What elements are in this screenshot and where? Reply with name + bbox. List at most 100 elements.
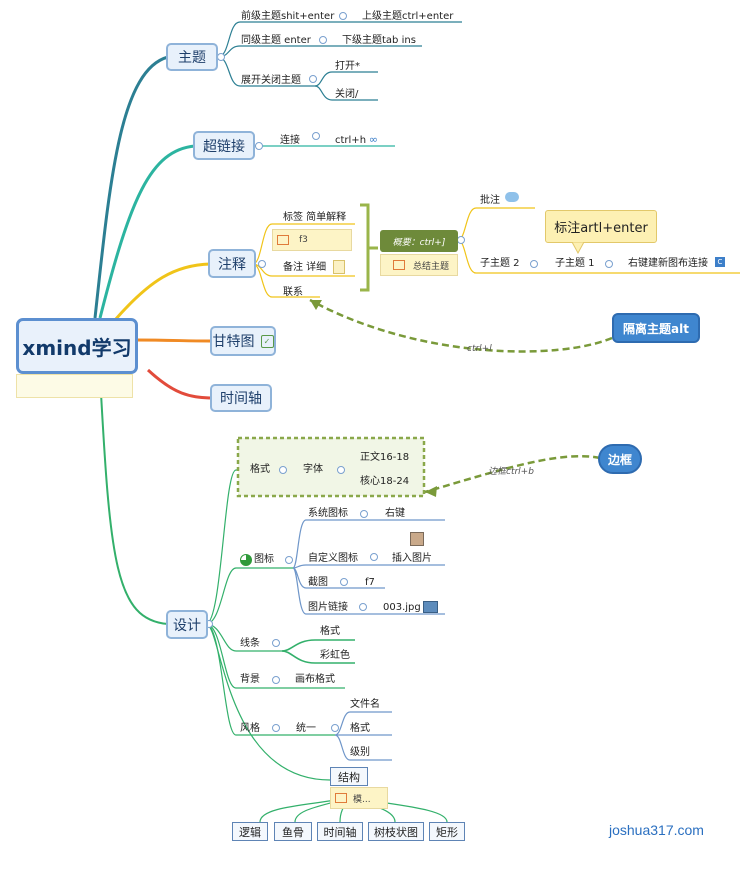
format-label[interactable]: 格式	[250, 464, 270, 475]
annotation-branch-label: 注释	[218, 256, 246, 273]
relation-ctrl-b	[424, 454, 601, 494]
structure-timeline-label: 时间轴	[323, 825, 357, 839]
branch-topic-curve	[93, 55, 169, 319]
pie-icon	[240, 554, 252, 566]
style-format-label[interactable]: 格式	[350, 723, 370, 734]
comment-label[interactable]: 批注	[480, 195, 500, 206]
level-label[interactable]: 级别	[350, 747, 370, 758]
structure-topic[interactable]: 结构	[330, 767, 368, 786]
remark-detail-label[interactable]: 备注 详细	[283, 262, 327, 273]
comment-icon	[505, 192, 519, 202]
subtopic1-label[interactable]: 子主题 1	[555, 258, 595, 269]
hyperlink-branch-label: 超链接	[203, 138, 245, 155]
expand-collapse-label[interactable]: 展开关闭主题	[241, 75, 301, 86]
connect-label[interactable]: 连接	[280, 135, 300, 146]
summary-topic-label: 总结主题	[412, 261, 449, 272]
connection-label[interactable]: 联系	[283, 287, 303, 298]
f3-note: f3	[272, 229, 352, 251]
screenshot-label[interactable]: 截图	[308, 577, 328, 588]
callout-tail	[571, 242, 585, 254]
structure-note-label: 模...	[353, 794, 371, 805]
note-icon	[392, 260, 405, 270]
design-branch-label: 设计	[173, 617, 201, 634]
core-text-label[interactable]: 核心18-24	[360, 476, 410, 487]
image-thumbnail-icon	[423, 601, 438, 613]
structure-note: 模...	[330, 787, 388, 809]
background-label[interactable]: 背景	[240, 674, 260, 685]
callout-annotation[interactable]: 标注artl+enter	[545, 210, 657, 243]
boundary-label: 边框	[607, 452, 632, 467]
close-label[interactable]: 关闭/	[335, 89, 359, 100]
structure-fishbone[interactable]: 鱼骨	[274, 822, 312, 841]
boundary-shortcut-label: 边框ctrl+b	[488, 467, 534, 477]
line-format-label[interactable]: 格式	[320, 626, 340, 637]
subtopic2-label[interactable]: 子主题 2	[480, 258, 520, 269]
font-label[interactable]: 字体	[303, 464, 323, 475]
system-icons-label[interactable]: 系统图标	[308, 508, 348, 519]
note-icon	[333, 260, 345, 274]
lines-label[interactable]: 线条	[240, 638, 260, 649]
summary-bracket	[360, 203, 378, 292]
icons-label[interactable]: 图标	[254, 554, 274, 565]
structure-logic-label: 逻辑	[239, 825, 261, 839]
root-topic[interactable]: xmind学习	[16, 318, 138, 374]
rainbow-label[interactable]: 彩虹色	[320, 650, 350, 661]
branch-hyperlink-curve	[98, 144, 196, 319]
timeline-branch-label: 时间轴	[220, 391, 262, 407]
relation-ctrl-l	[309, 298, 613, 353]
hyperlink-branch[interactable]: 超链接	[193, 131, 255, 160]
note-icon	[277, 235, 289, 245]
open-label[interactable]: 打开*	[335, 61, 360, 72]
same-topic-label[interactable]: 同级主题 enter	[241, 35, 311, 46]
label-simple-label[interactable]: 标签 简单解释	[283, 212, 347, 223]
structure-label: 结构	[338, 770, 360, 784]
lower-topic-label[interactable]: 下级主题tab ins	[342, 35, 416, 46]
branch-timeline-curve	[146, 368, 211, 400]
floating-topic-label: 隔离主题alt	[623, 321, 689, 336]
structure-timeline[interactable]: 时间轴	[317, 822, 363, 841]
structure-tree[interactable]: 树枝状图	[368, 822, 424, 841]
unify-label[interactable]: 统一	[296, 723, 316, 734]
summary-label: 概要：ctrl+]	[392, 237, 446, 248]
timeline-branch[interactable]: 时间轴	[210, 384, 272, 412]
branch-gantt-curve	[134, 338, 211, 343]
root-note-area	[16, 374, 133, 398]
structure-matrix[interactable]: 矩形	[429, 822, 465, 841]
image-link-label[interactable]: 图片链接	[308, 602, 348, 613]
floating-topic[interactable]: 隔离主题alt	[612, 313, 700, 343]
insert-image-label[interactable]: 插入图片	[392, 553, 432, 564]
canvas-link-icon: C	[715, 257, 725, 267]
design-branch[interactable]: 设计	[166, 610, 208, 639]
image-file-label[interactable]: 003.jpg	[383, 602, 421, 613]
topic-branch-label: 主题	[178, 50, 206, 66]
root-label: xmind学习	[22, 335, 132, 360]
upper-topic-label[interactable]: 上级主题ctrl+enter	[362, 11, 454, 22]
watermark: joshua317.com	[609, 822, 704, 838]
style-label[interactable]: 风格	[240, 723, 260, 734]
relation-shortcut-label: ctrl+l	[467, 344, 492, 354]
hyperlink-shortcut-label[interactable]: ctrl+h	[335, 135, 367, 146]
callout-label: 标注artl+enter	[554, 221, 648, 236]
boundary-frame	[236, 436, 426, 498]
branch-design-curve	[99, 374, 169, 625]
structure-logic[interactable]: 逻辑	[232, 822, 268, 841]
link-icon: ∞	[368, 133, 379, 146]
new-canvas-link-label[interactable]: 右键建新图布连接	[628, 258, 708, 269]
gantt-branch-label: 甘特图	[212, 334, 255, 350]
f7-label[interactable]: f7	[365, 577, 375, 588]
filename-label[interactable]: 文件名	[350, 699, 380, 710]
annotation-branch[interactable]: 注释	[208, 249, 256, 278]
boundary-topic[interactable]: 边框	[598, 444, 642, 474]
gantt-branch[interactable]: 甘特图✓	[210, 326, 276, 356]
custom-icons-label[interactable]: 自定义图标	[308, 553, 358, 564]
note-icon	[335, 793, 347, 803]
body-text-label[interactable]: 正文16-18	[360, 452, 410, 463]
f3-label: f3	[299, 235, 308, 245]
branch-annotation-curve	[113, 262, 211, 321]
summary-topic[interactable]: 概要：ctrl+]	[380, 230, 458, 252]
topic-branch[interactable]: 主题	[166, 43, 218, 71]
right-click-label[interactable]: 右键	[385, 508, 405, 519]
prev-topic-label[interactable]: 前级主题shit+enter	[241, 11, 335, 22]
canvas-format-label[interactable]: 画布格式	[295, 674, 335, 685]
